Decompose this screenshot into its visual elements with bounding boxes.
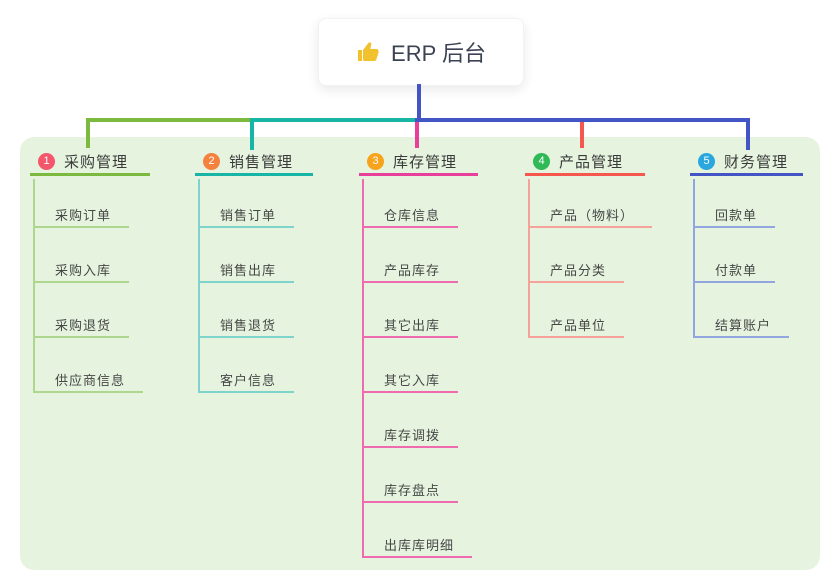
root-node-label: ERP 后台	[391, 41, 486, 66]
number-badge-2: 2	[203, 153, 220, 170]
branch-3-label: 库存管理	[393, 154, 458, 171]
child-node[interactable]: 产品库存	[362, 261, 459, 283]
child-node[interactable]: 库存调拨	[362, 426, 459, 448]
branch-3: 3 库存管理仓库信息产品库存其它出库其它入库库存调拨库存盘点出库库明细	[359, 150, 478, 558]
child-node[interactable]: 销售订单	[198, 206, 295, 228]
child-node[interactable]: 销售出库	[198, 261, 295, 283]
drop-line-branch-5	[746, 118, 750, 150]
branch-2-label: 销售管理	[229, 154, 294, 171]
number-badge-4: 4	[533, 153, 550, 170]
drop-line-branch-4	[580, 122, 584, 148]
branch-2-header[interactable]: 2 销售管理	[195, 150, 313, 176]
branch-3-header[interactable]: 3 库存管理	[359, 150, 478, 176]
branch-2-spine-line	[198, 179, 200, 393]
child-node[interactable]: 其它入库	[362, 371, 459, 393]
child-node[interactable]: 库存盘点	[362, 481, 459, 503]
branch-3-spine-line	[362, 179, 364, 558]
branch-4: 4 产品管理产品（物料） 产品分类产品单位	[525, 150, 653, 338]
child-node[interactable]: 客户信息	[198, 371, 295, 393]
number-badge-5: 5	[698, 153, 715, 170]
root-node[interactable]: ERP 后台	[318, 18, 524, 86]
child-node[interactable]: 其它出库	[362, 316, 459, 338]
rail-segment-green	[86, 118, 254, 122]
child-node[interactable]: 采购订单	[33, 206, 130, 228]
drop-line-branch-2	[250, 118, 254, 150]
rail-segment-teal	[250, 118, 419, 122]
branch-5-label: 财务管理	[724, 154, 789, 171]
branch-5: 5 财务管理回款单付款单结算账户	[690, 150, 803, 338]
branch-4-label: 产品管理	[559, 154, 624, 171]
branch-5-header[interactable]: 5 财务管理	[690, 150, 803, 176]
number-badge-3: 3	[367, 153, 384, 170]
number-badge-1: 1	[38, 153, 55, 170]
drop-line-branch-3	[415, 122, 419, 148]
branch-1: 1 采购管理采购订单采购入库采购退货供应商信息	[30, 150, 150, 393]
child-node[interactable]: 销售退货	[198, 316, 295, 338]
child-node[interactable]: 产品分类	[528, 261, 625, 283]
child-node[interactable]: 回款单	[693, 206, 776, 228]
rail-segment-blue	[415, 118, 750, 122]
branch-1-spine-line	[33, 179, 35, 393]
branch-2: 2 销售管理销售订单销售出库销售退货客户信息	[195, 150, 313, 393]
thumbs-up-icon	[358, 42, 379, 61]
child-node[interactable]: 付款单	[693, 261, 776, 283]
branch-4-header[interactable]: 4 产品管理	[525, 150, 645, 176]
branch-4-spine-line	[528, 179, 530, 338]
child-node[interactable]: 产品单位	[528, 316, 625, 338]
branch-5-spine-line	[693, 179, 695, 338]
child-node[interactable]: 结算账户	[693, 316, 790, 338]
child-node[interactable]: 供应商信息	[33, 371, 144, 393]
child-node[interactable]: 产品（物料）	[528, 206, 653, 228]
branch-1-header[interactable]: 1 采购管理	[30, 150, 150, 176]
child-node[interactable]: 出库库明细	[362, 536, 473, 558]
root-connector-line	[417, 84, 421, 122]
child-node[interactable]: 采购退货	[33, 316, 130, 338]
drop-line-branch-1	[86, 118, 90, 148]
child-node[interactable]: 采购入库	[33, 261, 130, 283]
branches-panel	[20, 137, 820, 570]
branch-1-label: 采购管理	[64, 154, 129, 171]
child-node[interactable]: 仓库信息	[362, 206, 459, 228]
